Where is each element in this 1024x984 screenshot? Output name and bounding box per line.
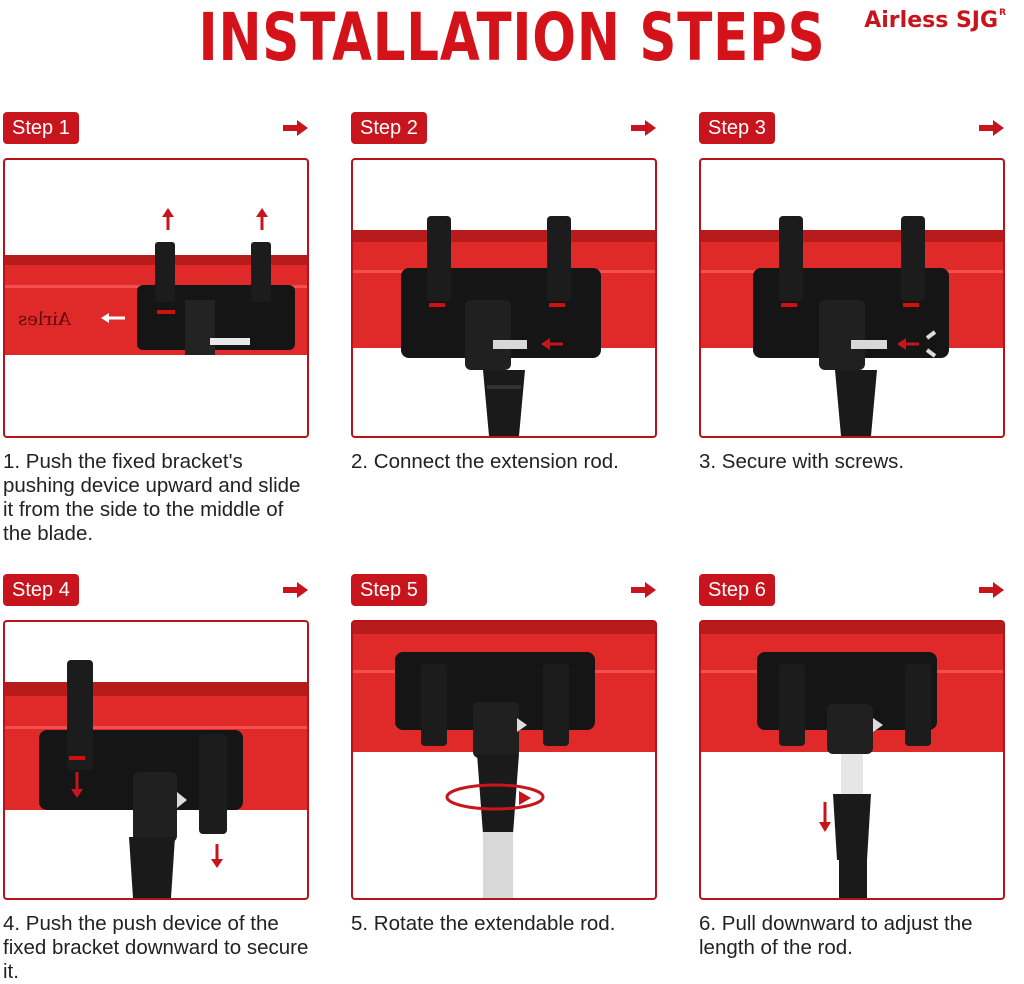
step-2-caption: 2. Connect the extension rod. bbox=[351, 450, 619, 473]
step-1-image: Airles bbox=[3, 158, 309, 438]
step-5-image bbox=[351, 620, 657, 900]
step-1-badge: Step 1 bbox=[3, 112, 79, 144]
step-3-image bbox=[699, 158, 1005, 438]
step-6-badge: Step 6 bbox=[699, 574, 775, 606]
brand-logo: Airless SJGR bbox=[864, 8, 1006, 33]
step-1-caption: 1. Push the fixed bracket's pushing devi… bbox=[3, 450, 301, 545]
step-3-badge: Step 3 bbox=[699, 112, 775, 144]
step-2-badge: Step 2 bbox=[351, 112, 427, 144]
blade-engraving: Airles bbox=[18, 309, 72, 330]
step-4-badge: Step 4 bbox=[3, 574, 79, 606]
right-arrow-icon bbox=[283, 582, 308, 598]
step-2-image bbox=[351, 158, 657, 438]
right-arrow-icon bbox=[631, 120, 656, 136]
registered-mark: R bbox=[999, 8, 1006, 18]
step-5-caption: 5. Rotate the extendable rod. bbox=[351, 912, 616, 935]
step-4-caption: 4. Push the push device of the fixed bra… bbox=[3, 912, 309, 983]
step-4-image bbox=[3, 620, 309, 900]
step-3-caption: 3. Secure with screws. bbox=[699, 450, 905, 473]
step-5-badge: Step 5 bbox=[351, 574, 427, 606]
step-6-image bbox=[699, 620, 1005, 900]
page-title: INSTALLATION STEPS bbox=[198, 0, 826, 76]
right-arrow-icon bbox=[631, 582, 656, 598]
right-arrow-icon bbox=[979, 582, 1004, 598]
right-arrow-icon bbox=[283, 120, 308, 136]
right-arrow-icon bbox=[979, 120, 1004, 136]
step-6-caption: 6. Pull downward to adjust the length of… bbox=[699, 912, 973, 959]
brand-name: Airless SJG bbox=[864, 8, 999, 33]
